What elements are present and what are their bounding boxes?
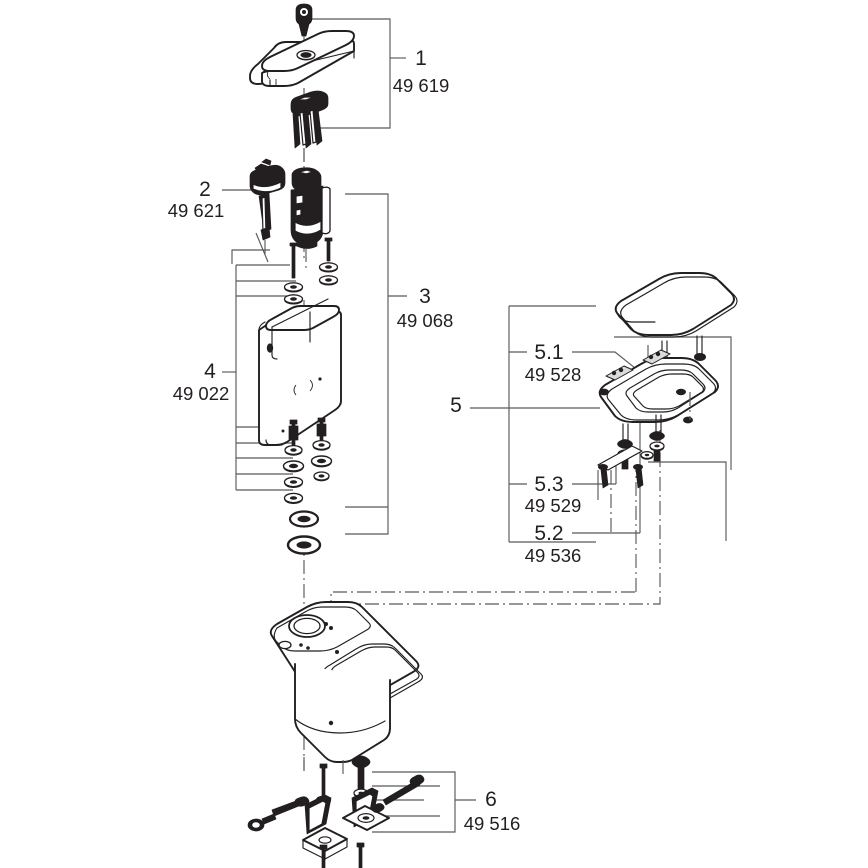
callout-4-number: 4 <box>204 360 216 383</box>
callout-1: 1 49 619 <box>393 47 450 96</box>
floor-bolt-diagonal-right <box>371 774 425 813</box>
callout-3: 3 49 068 <box>397 285 454 331</box>
seat-cover <box>614 272 738 370</box>
tank-bolt-upper-left <box>283 242 304 293</box>
cistern-lid-body <box>261 30 355 87</box>
gasket-lower <box>286 535 322 555</box>
callout-5-3-part-number: 49 529 <box>525 495 582 516</box>
callout-5-3-number: 5.3 <box>534 473 563 496</box>
tank-fixing-stack-right <box>310 417 333 482</box>
callout-5-1-number: 5.1 <box>534 341 563 364</box>
fill-valve <box>249 158 286 258</box>
callout-6: 6 49 516 <box>464 788 521 834</box>
flush-push-button <box>295 3 313 45</box>
leader-callout-3 <box>345 193 407 535</box>
callout-5-number: 5 <box>450 394 462 417</box>
callout-5: 5 <box>450 394 462 417</box>
floor-screws-bottom <box>319 842 365 868</box>
floor-bracket-right <box>342 787 390 831</box>
callout-2: 2 49 621 <box>168 178 225 221</box>
tank-washer-left-extra <box>283 294 304 305</box>
cistern-tank <box>258 298 342 446</box>
button-linkage <box>290 90 329 166</box>
tank-fixing-stack-left <box>282 419 305 504</box>
seat-hinge-bolts <box>597 431 665 489</box>
callout-1-part-number: 49 619 <box>393 75 450 96</box>
callout-2-number: 2 <box>199 178 211 201</box>
callout-5-2: 5.2 49 536 <box>525 522 582 566</box>
floor-bolt-diagonal-left <box>247 796 310 832</box>
callout-1-number: 1 <box>415 47 427 70</box>
callout-4: 4 49 022 <box>173 360 230 404</box>
callout-5-2-number: 5.2 <box>534 522 563 545</box>
callout-3-number: 3 <box>419 285 431 308</box>
callout-2-part-number: 49 621 <box>168 200 225 221</box>
tank-bolt-upper-right <box>318 237 339 286</box>
callout-labels: 1 49 619 2 49 621 3 49 068 4 49 022 5 5.… <box>168 47 582 834</box>
callout-4-part-number: 49 022 <box>173 383 230 404</box>
callout-5-1-part-number: 49 528 <box>525 364 582 385</box>
leader-callout-1 <box>309 18 406 129</box>
callout-5-3: 5.3 49 529 <box>525 473 582 516</box>
flush-valve <box>290 167 331 268</box>
leader-callout-2 <box>222 189 270 264</box>
toilet-pan <box>269 601 424 776</box>
floor-fixing-set <box>247 755 425 868</box>
gasket-upper <box>288 510 320 528</box>
callout-6-part-number: 49 516 <box>464 813 521 834</box>
callout-5-2-part-number: 49 536 <box>525 545 582 566</box>
callout-3-part-number: 49 068 <box>397 310 454 331</box>
seat-ring <box>598 349 719 447</box>
callout-5-1: 5.1 49 528 <box>525 341 582 385</box>
floor-bracket-left <box>302 794 348 860</box>
leader-callout-5-1 <box>508 305 641 543</box>
callout-6-number: 6 <box>485 788 497 811</box>
